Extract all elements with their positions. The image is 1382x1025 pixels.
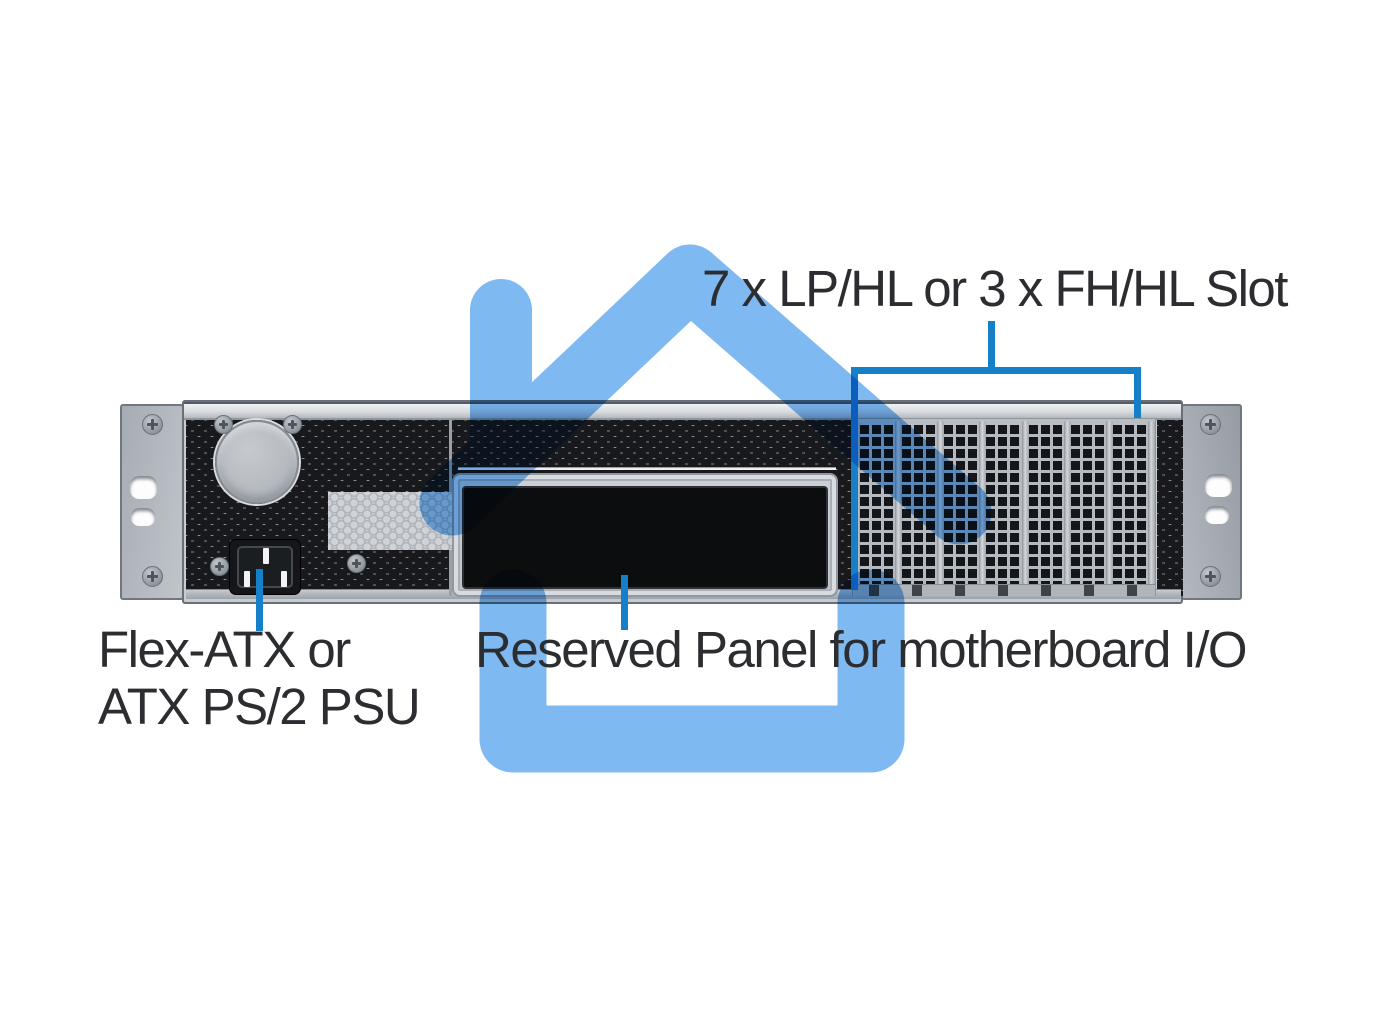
- slot-label: 7 x LP/HL or 3 x FH/HL Slot: [702, 260, 1288, 317]
- screw-icon: [142, 566, 163, 587]
- ear-slot-hole: [1205, 506, 1229, 524]
- slot-callout-bracket: [851, 367, 1141, 374]
- stamped-dimples: [328, 492, 452, 550]
- slot-vent-column: [902, 425, 938, 584]
- psu-label-line2: ATX PS/2 PSU: [98, 678, 421, 735]
- slot-divider: [937, 421, 945, 590]
- ear-slot-hole: [131, 508, 155, 526]
- slot-vent-column: [1070, 425, 1106, 584]
- slot-vent-column: [860, 425, 896, 584]
- screw-icon: [1200, 414, 1221, 435]
- slot-callout-right-drop: [1134, 367, 1141, 418]
- inlet-pin: [281, 571, 287, 587]
- slot-divider: [979, 421, 987, 590]
- screw-icon: [210, 557, 229, 576]
- psu-label: Flex-ATX or ATX PS/2 PSU: [98, 621, 421, 735]
- screw-icon: [1200, 566, 1221, 587]
- ear-slot-hole: [130, 476, 157, 499]
- slot-vent-column: [944, 425, 980, 584]
- slot-divider: [1063, 421, 1071, 590]
- psu-callout-line: [256, 569, 263, 631]
- ear-slot-hole: [1205, 474, 1232, 497]
- slot-divider: [895, 421, 903, 590]
- psu-label-line1: Flex-ATX or: [98, 621, 351, 678]
- slot-vent-column: [986, 425, 1022, 584]
- emboss-groove: [458, 467, 836, 470]
- screw-icon: [214, 415, 233, 434]
- slot-callout-stem: [988, 321, 995, 371]
- slot-vent-column: [1112, 425, 1148, 584]
- right-vent-strip: [1157, 420, 1183, 596]
- slot-divider: [1021, 421, 1029, 590]
- slot-vent-column: [1028, 425, 1064, 584]
- power-inlet-c14: [229, 539, 301, 595]
- slot-bracket-tabs: [853, 584, 1155, 596]
- screw-icon: [283, 415, 302, 434]
- chassis-top-rail: [184, 402, 1181, 420]
- inlet-pin: [244, 571, 250, 587]
- screw-icon: [142, 414, 163, 435]
- screw-icon: [347, 554, 366, 573]
- slot-divider: [1105, 421, 1113, 590]
- inlet-pin: [263, 548, 269, 564]
- slot-callout-left-drop: [851, 367, 858, 590]
- expansion-slot-area: [852, 419, 1156, 596]
- slot-divider: [1147, 421, 1155, 590]
- psu-fan-blank: [215, 420, 299, 504]
- io-panel-window: [462, 486, 828, 589]
- io-panel-label: Reserved Panel for motherboard I/O: [475, 621, 1248, 678]
